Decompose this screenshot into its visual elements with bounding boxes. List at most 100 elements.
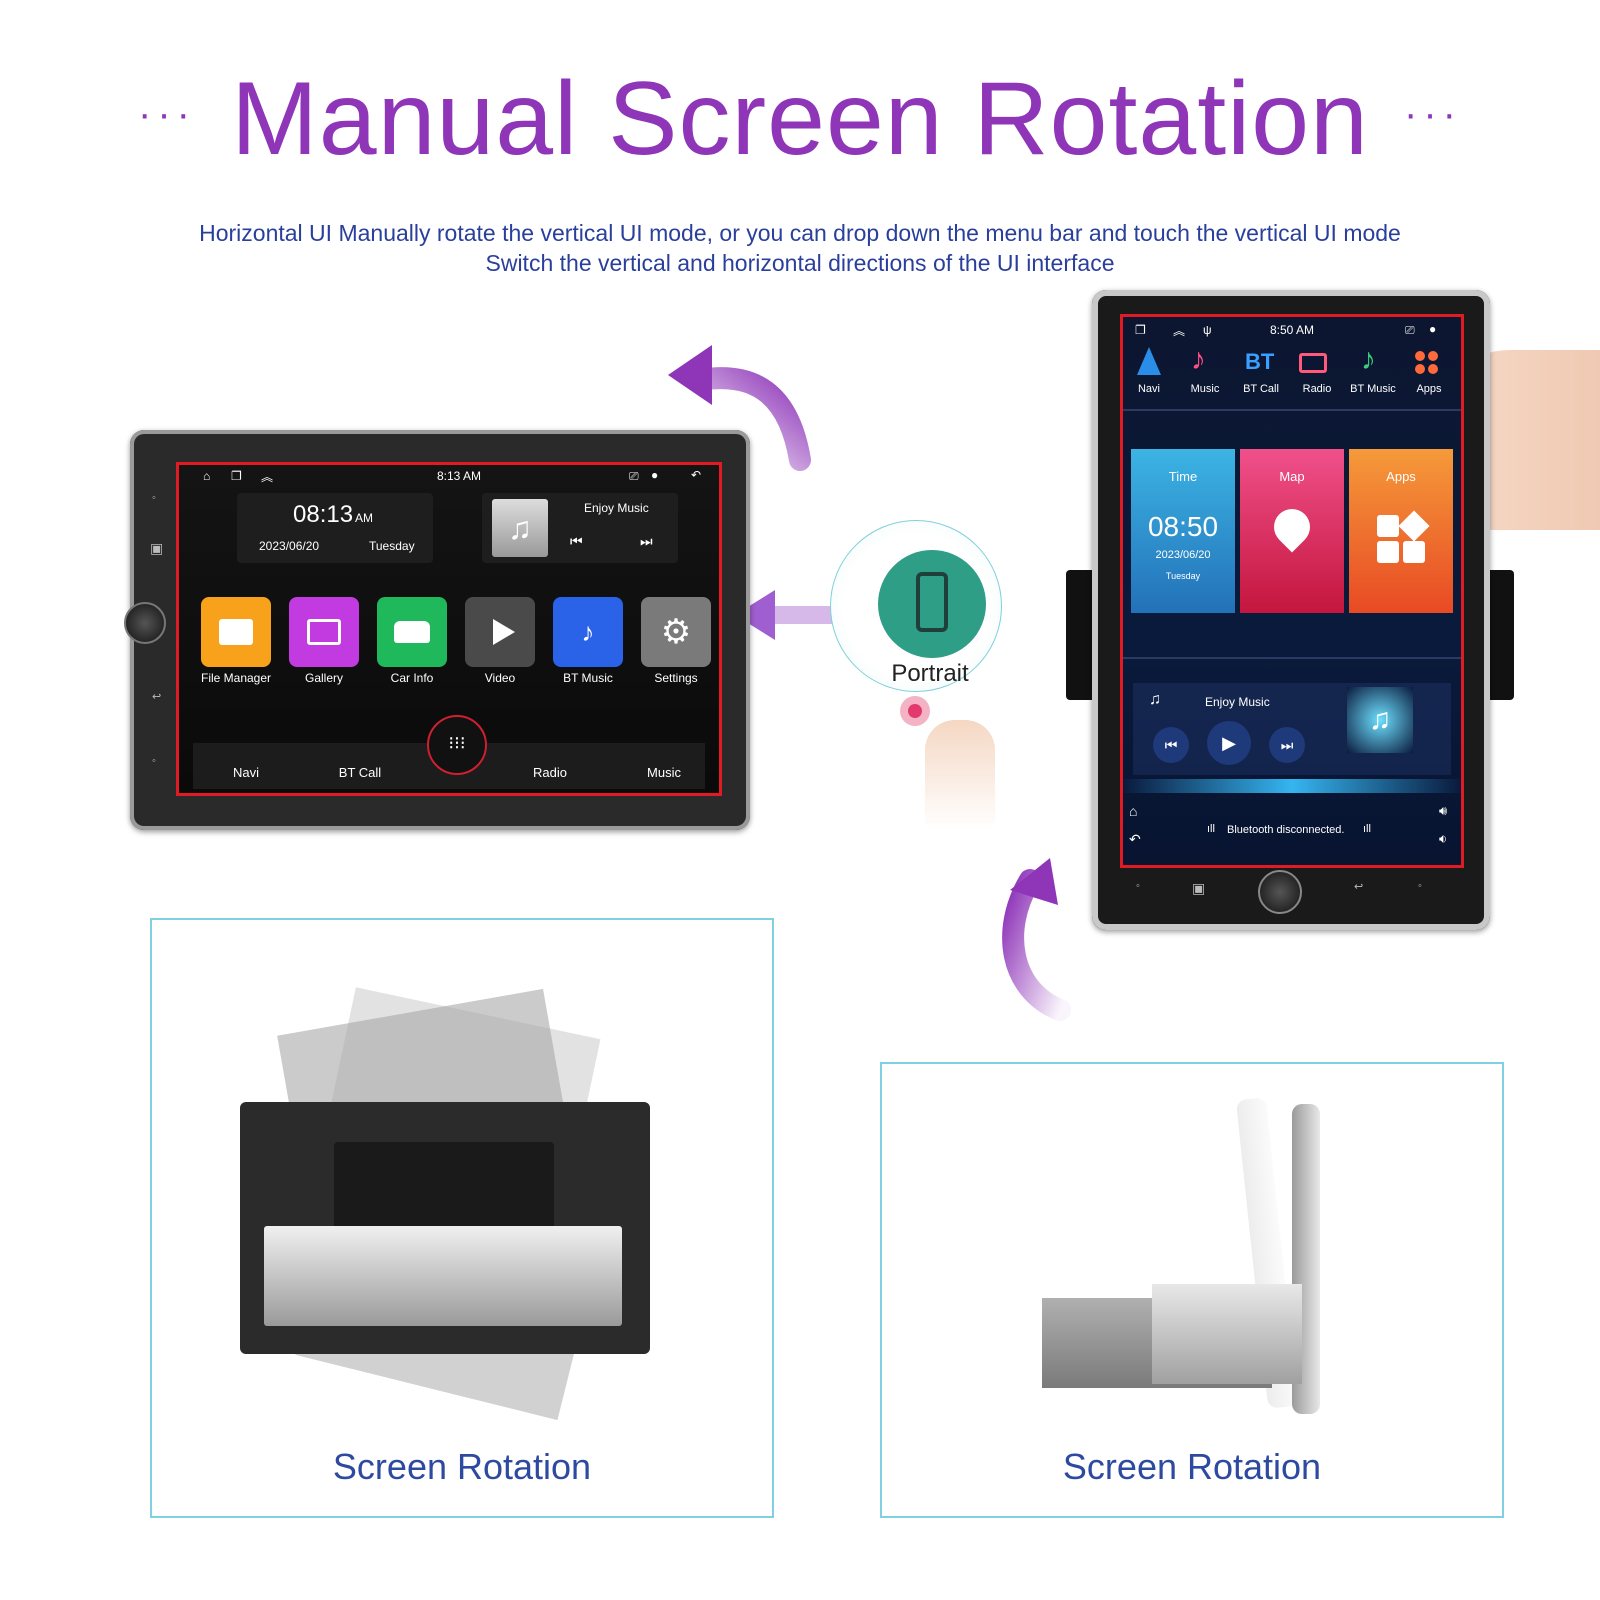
play-icon[interactable]: ▶ <box>1207 721 1251 765</box>
panel-label-right: Screen Rotation <box>1062 1446 1322 1487</box>
status-time: 8:13 AM <box>436 469 482 483</box>
gallery-icon[interactable] <box>289 597 359 667</box>
tile-label-map: Map <box>1279 469 1305 484</box>
volume-up-icon[interactable]: 🔊︎ <box>1439 803 1448 818</box>
dock-item-bt-call[interactable]: BT Call <box>338 765 382 780</box>
cast-icon: ⎚ <box>1405 323 1415 337</box>
horizontal-screen: ⌂ ❐ ︽ 8:13 AM ⎚ ● ↶ 08:13 AM 2023/06/20 … <box>176 462 722 796</box>
back-icon[interactable]: ↶ <box>691 468 702 482</box>
app-label-file-manager: File Manager <box>200 671 272 685</box>
chevrons-up-icon[interactable]: ︽ <box>1173 324 1186 338</box>
touch-point <box>900 696 930 726</box>
next-track-icon[interactable]: ⏭ <box>1269 727 1305 763</box>
horizontal-head-unit: ◦ ▣ ↩ ◦ ⌂ ❐ ︽ 8:13 AM ⎚ ● ↶ 08:13 AM 202… <box>124 430 750 830</box>
music-widget[interactable]: ♫ Enjoy Music ⏮ ⏭ <box>482 493 678 563</box>
music-note-icon: ♫ <box>1149 691 1161 708</box>
arrow-up-head <box>1010 858 1058 905</box>
dock-item-radio[interactable]: Radio <box>533 765 567 780</box>
top-app-bt-call: BT Call <box>1243 383 1279 395</box>
tile-time: 08:50 <box>1147 511 1219 542</box>
music-widget[interactable]: ♫ Enjoy Music ⏮ ▶ ⏭ ♫ <box>1133 683 1451 775</box>
head-unit-front-image <box>1152 1284 1302 1384</box>
arrow-top-curve <box>689 367 811 471</box>
home-grid-icon[interactable]: ▣ <box>150 540 164 556</box>
arrow-mid-shaft <box>760 606 850 624</box>
map-pin-icon <box>1266 501 1318 553</box>
rotation-panel-left: Screen Rotation <box>150 918 774 1518</box>
signal-bars-icon: ıll <box>1363 823 1371 835</box>
app-label-video: Video <box>484 671 516 685</box>
apps-grid-icon <box>1377 510 1430 565</box>
apps-tile[interactable]: Apps <box>1349 449 1453 613</box>
status-bar: ⌂ ❐ ︽ 8:13 AM ⎚ ● ↶ <box>179 465 719 487</box>
app-label-car-info: Car Info <box>390 671 434 685</box>
recent-apps-icon[interactable]: ❐ <box>1135 323 1146 337</box>
arrow-top-head <box>668 345 712 405</box>
music-note-icon[interactable]: ♪ <box>1361 343 1376 376</box>
mic-icon: ◦ <box>152 492 156 504</box>
home-icon[interactable]: ⌂ <box>203 469 211 483</box>
portrait-button[interactable] <box>878 550 986 658</box>
back-side-icon[interactable]: ↩ <box>152 691 162 703</box>
location-pin-icon: ● <box>651 468 659 482</box>
music-note-icon[interactable]: ♪ <box>1191 343 1206 376</box>
mic-icon: ◦ <box>1136 880 1140 892</box>
next-track-icon[interactable]: ⏭ <box>640 533 653 549</box>
home-icon[interactable]: ⌂ <box>1129 803 1138 819</box>
chevrons-up-icon[interactable]: ︽ <box>261 470 274 484</box>
tile-label-apps: Apps <box>1386 469 1416 484</box>
apps-grid-icon[interactable] <box>1415 351 1439 375</box>
tile-day: Tuesday <box>1165 571 1201 581</box>
usb-icon: ψ <box>1203 323 1212 337</box>
vertical-head-unit: ❐ ︽ ψ 8:50 AM ⎚ ● Navi ♪ Music BT BT Cal… <box>1092 290 1490 930</box>
location-pin-icon: ● <box>1429 322 1437 336</box>
volume-knob[interactable] <box>124 602 166 644</box>
volume-down-icon[interactable]: 🔉︎ <box>1439 831 1448 846</box>
tile-date: 2023/06/20 <box>1155 549 1211 561</box>
arrow-mid-head <box>735 590 775 640</box>
app-drawer-button[interactable]: ⁝⁝⁝ <box>427 715 487 775</box>
clock-day: Tuesday <box>369 539 415 553</box>
back-side-icon[interactable]: ↩ <box>1354 881 1364 893</box>
album-art-icon: ♫ <box>1347 687 1413 753</box>
radio-icon[interactable] <box>1299 353 1327 373</box>
music-note-icon[interactable]: ♪ <box>553 597 623 667</box>
volume-knob[interactable] <box>1258 870 1302 914</box>
top-app-navi: Navi <box>1137 383 1160 395</box>
tile-label-time: Time <box>1168 469 1198 484</box>
home-grid-icon[interactable]: ▣ <box>1192 880 1206 896</box>
top-app-bt-music: BT Music <box>1350 383 1396 395</box>
phone-icon <box>916 572 948 632</box>
album-art-icon: ♫ <box>492 499 548 557</box>
map-tile[interactable]: Map <box>1240 449 1344 613</box>
previous-track-icon[interactable]: ⏮ <box>570 533 583 549</box>
panel-label-left: Screen Rotation <box>332 1446 592 1487</box>
recent-apps-icon[interactable]: ❐ <box>231 469 242 483</box>
gear-icon[interactable]: ⚙ <box>641 597 711 667</box>
bluetooth-status: Bluetooth disconnected. <box>1227 824 1345 836</box>
subtitle-line-2: Switch the vertical and horizontal direc… <box>485 250 1115 276</box>
reset-icon[interactable]: ◦ <box>152 755 156 767</box>
signal-bars-icon: ıll <box>1207 823 1215 835</box>
reset-icon[interactable]: ◦ <box>1418 880 1422 892</box>
glow-bar <box>1123 779 1461 793</box>
dock-item-navi[interactable]: Navi <box>232 765 259 780</box>
music-title: Enjoy Music <box>1205 695 1270 709</box>
time-tile[interactable]: Time 08:50 2023/06/20 Tuesday <box>1131 449 1235 613</box>
play-icon[interactable] <box>465 597 535 667</box>
decorative-dots-left: ··· <box>138 92 196 136</box>
app-label-gallery: Gallery <box>304 671 343 685</box>
navigation-arrow-icon[interactable] <box>1137 347 1161 375</box>
back-icon[interactable]: ↶ <box>1129 831 1141 847</box>
vertical-screen: ❐ ︽ ψ 8:50 AM ⎚ ● Navi ♪ Music BT BT Cal… <box>1120 314 1464 868</box>
clock-widget[interactable]: 08:13 AM 2023/06/20 Tuesday <box>237 493 433 563</box>
dock-item-music[interactable]: Music <box>647 765 681 780</box>
top-app-music: Music <box>1190 383 1220 395</box>
device-back-image <box>240 1102 650 1354</box>
folder-icon[interactable] <box>201 597 271 667</box>
cast-icon: ⎚ <box>629 469 639 483</box>
car-icon[interactable] <box>377 597 447 667</box>
previous-track-icon[interactable]: ⏮ <box>1153 727 1189 763</box>
mount-bracket-right <box>1486 570 1514 700</box>
bt-icon[interactable]: BT <box>1245 349 1275 374</box>
